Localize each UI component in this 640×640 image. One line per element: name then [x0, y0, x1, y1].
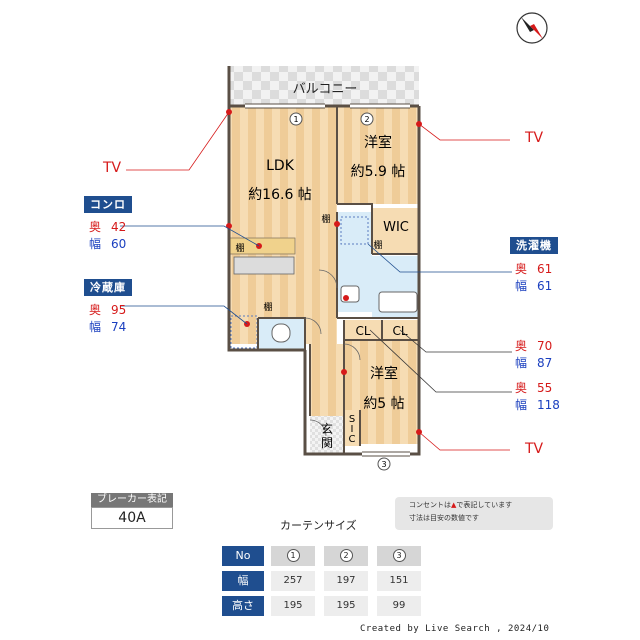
shelf-label-4: 棚	[373, 239, 382, 251]
room1-size: 約5.9 帖	[351, 164, 406, 180]
room2-label: 洋室	[370, 365, 398, 382]
ldk-size: 約16.6 帖	[248, 187, 312, 203]
fridge-label: 冷蔵庫	[84, 279, 132, 296]
ldk-floor	[229, 106, 337, 344]
shelf-label-3: 棚	[263, 301, 272, 313]
closet1-floor	[344, 320, 382, 340]
curtain-width-2: 197	[324, 571, 368, 591]
tv-label-right-bottom: TV	[525, 441, 544, 457]
curtain-col-header: No	[222, 546, 264, 566]
wic-floor	[372, 208, 419, 254]
curtain-col-3: 3	[377, 546, 421, 566]
room1-label: 洋室	[364, 134, 392, 151]
room2-size: 約5 帖	[363, 396, 404, 412]
leader-lines	[120, 111, 512, 451]
sic-floor	[344, 410, 360, 446]
curtain-col-1: 1	[271, 546, 315, 566]
cl1-label: CL	[355, 324, 370, 338]
outlet-legend-icon: ▲	[451, 501, 457, 509]
curtain-height-3: 99	[377, 596, 421, 616]
curtain-row-width: 幅	[222, 571, 264, 591]
entrance-floor	[310, 416, 344, 454]
kitchen-sink	[233, 256, 295, 275]
curtain-width-1: 257	[271, 571, 315, 591]
washer-space	[340, 216, 369, 245]
tv-label-right-top: TV	[525, 130, 544, 146]
wic-label: WIC	[383, 220, 409, 235]
washer-label: 洗濯機	[510, 237, 558, 254]
room1-floor	[337, 106, 419, 204]
breaker-label: ブレーカー表記	[91, 493, 173, 507]
window-marker-2-num: 2	[364, 115, 369, 124]
ldk-label: LDK	[266, 158, 295, 174]
bathtub	[378, 291, 418, 313]
window-marker-1-num: 1	[293, 115, 298, 124]
compass-icon	[516, 12, 548, 44]
window-marker-3-num: 3	[381, 460, 386, 469]
curtain-width-3: 151	[377, 571, 421, 591]
entrance-label: 玄関	[321, 421, 333, 450]
curtain-title: カーテンサイズ	[280, 519, 357, 532]
curtain-row-height: 高さ	[222, 596, 264, 616]
balcony-label: バルコニー	[293, 82, 358, 97]
curtain-col-2: 2	[324, 546, 368, 566]
stove-label: コンロ	[84, 196, 132, 213]
hallway-floor	[310, 344, 344, 416]
legend-note-line1: コンセントは▲で表記しています	[409, 501, 513, 509]
tv-label-left: TV	[103, 160, 122, 176]
windows	[245, 103, 410, 457]
window-marker-2	[360, 112, 374, 126]
cl2-label: CL	[392, 324, 407, 338]
breaker-value: 40A	[91, 507, 173, 529]
legend-note: コンセントは▲で表記しています 寸法は目安の数値です	[395, 497, 553, 530]
window-marker-1	[289, 112, 303, 126]
door-swings	[304, 269, 361, 437]
legend-note-line2: 寸法は目安の数値です	[409, 514, 479, 522]
shelf-label-1: 棚	[235, 242, 244, 254]
balcony	[229, 66, 419, 106]
toilet	[271, 323, 291, 343]
footer-credit: Created by Live Search , 2024/10	[360, 624, 550, 634]
curtain-height-1: 195	[271, 596, 315, 616]
shelf-label-2: 棚	[321, 213, 330, 225]
curtain-height-2: 195	[324, 596, 368, 616]
window-marker-3	[377, 457, 391, 471]
